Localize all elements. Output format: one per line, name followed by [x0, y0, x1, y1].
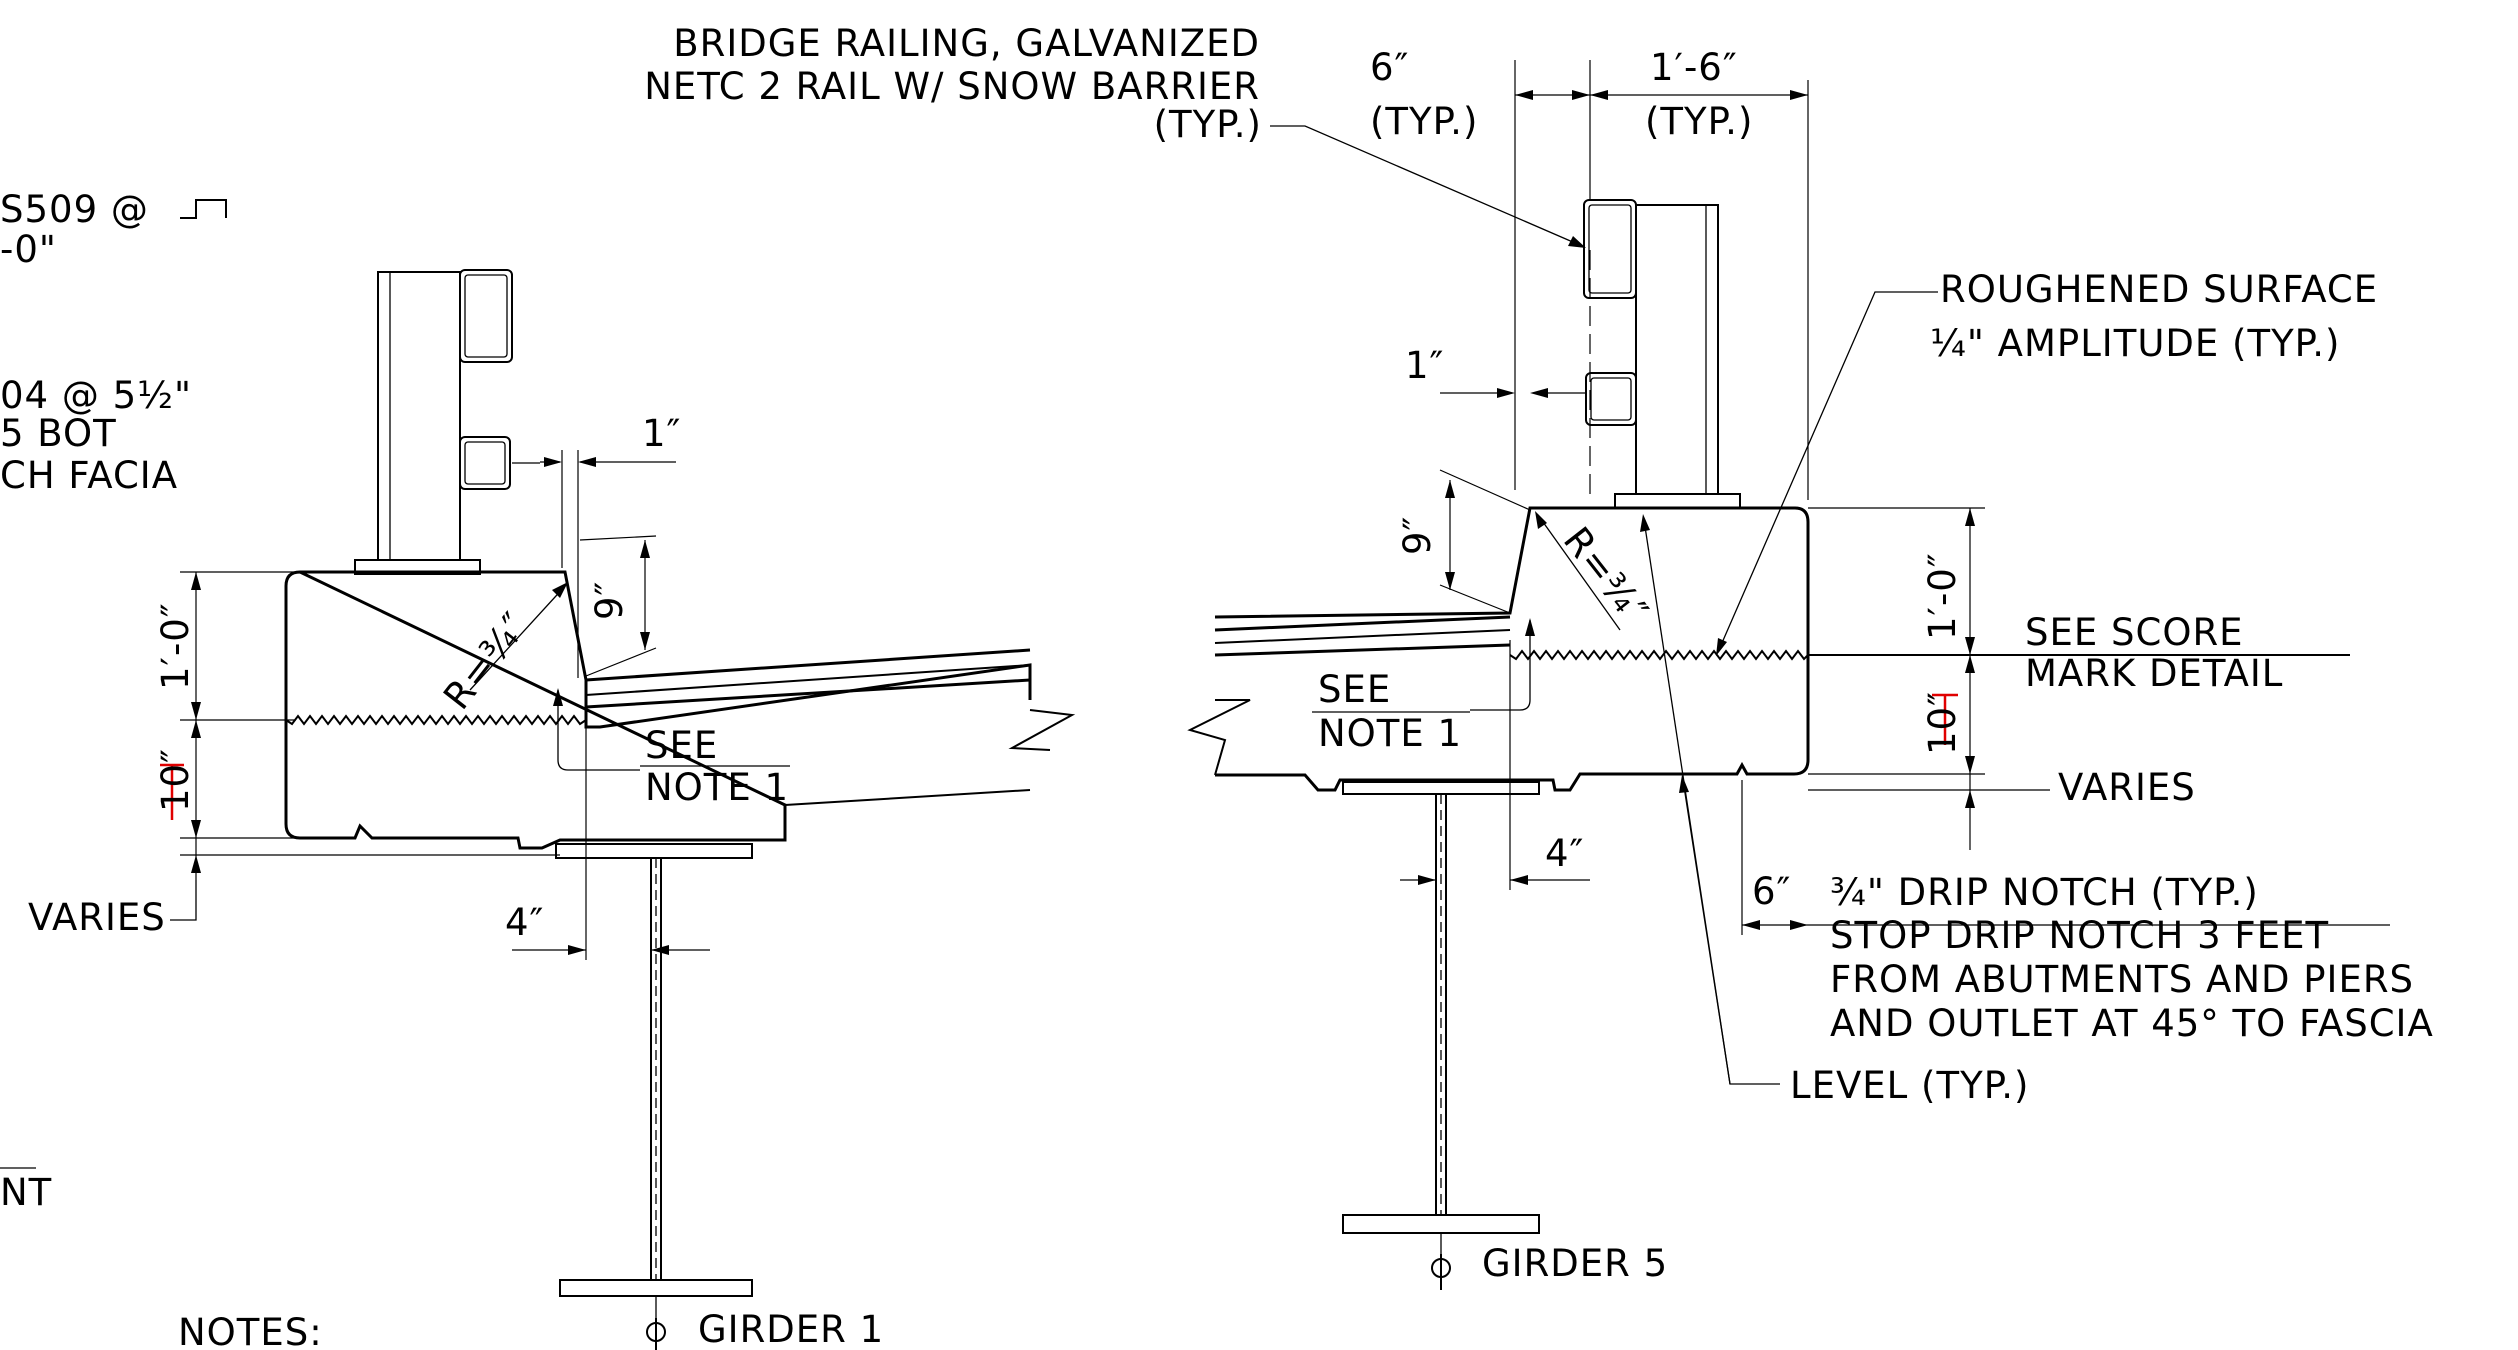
- right-dim-10in: 10″: [1921, 691, 1964, 755]
- right-dim-9in: 9″: [1396, 516, 1439, 555]
- railing-label-line1: BRIDGE RAILING, GALVANIZED: [673, 22, 1260, 65]
- dim-6in-typ: (TYP.): [1370, 100, 1478, 143]
- drip-label-line1: ¾" DRIP NOTCH (TYP.): [1830, 871, 2259, 914]
- railing-label-line3: (TYP.): [1154, 103, 1262, 146]
- girder-5-label: GIRDER 5: [1482, 1242, 1668, 1285]
- notes-heading: NOTES:: [178, 1311, 323, 1350]
- right-upper-rail: [1583, 199, 1637, 299]
- right-roughened-surface: [1509, 649, 1809, 661]
- score-label-line2: MARK DETAIL: [2025, 652, 2283, 695]
- right-see-label: SEE: [1318, 668, 1391, 711]
- dim-1ft6in-typ: (TYP.): [1645, 100, 1753, 143]
- left-bar-label-2b: 5 BOT: [0, 412, 117, 455]
- left-dim-10in: 10″: [154, 748, 197, 812]
- railing-label-line2: NETC 2 RAIL W/ SNOW BARRIER: [644, 65, 1260, 108]
- right-base-plate: [1614, 493, 1741, 509]
- left-nt-label: NT: [0, 1171, 52, 1214]
- left-dim-9in: 9″: [588, 581, 631, 620]
- roughened-label-line1: ROUGHENED SURFACE: [1940, 268, 2378, 311]
- left-upper-rail: [459, 269, 513, 363]
- right-note-label: NOTE 1: [1318, 712, 1462, 755]
- dim-1ft6in-label: 1′-6″: [1650, 46, 1738, 89]
- right-dim-1in: 1″: [1405, 344, 1444, 387]
- right-dim-4in: 4″: [1545, 832, 1584, 875]
- left-roughened-surface: [285, 714, 587, 726]
- left-dim-4in: 4″: [505, 901, 544, 944]
- annotations: BRIDGE RAILING, GALVANIZED NETC 2 RAIL W…: [0, 22, 2434, 1350]
- level-label: LEVEL (TYP.): [1790, 1064, 2029, 1107]
- drip-label-line3: FROM ABUTMENTS AND PIERS: [1830, 958, 2414, 1001]
- centerline-symbol-girder-5: [1431, 1254, 1451, 1290]
- left-note-label: NOTE 1: [645, 766, 789, 809]
- left-varies-label: VARIES: [28, 896, 166, 939]
- left-bar-label-1b: -0": [0, 228, 57, 271]
- roughened-label-line2: ¼" AMPLITUDE (TYP.): [1930, 322, 2340, 365]
- bar-bend-symbol: [180, 199, 227, 219]
- left-see-label: SEE: [645, 724, 718, 767]
- drip-label-line4: AND OUTLET AT 45° TO FASCIA: [1830, 1002, 2434, 1045]
- dim-6in-label: 6″: [1370, 46, 1409, 89]
- drip-label-line2: STOP DRIP NOTCH 3 FEET: [1830, 914, 2329, 957]
- girder-5-bottom-flange: [1342, 1214, 1540, 1234]
- right-radius-label: R=¾″: [1555, 519, 1657, 632]
- centerline-symbol-girder-1: [646, 1318, 666, 1350]
- left-dim-1in: 1″: [642, 412, 681, 455]
- left-bar-label-2c: CH FACIA: [0, 454, 178, 497]
- left-radius-label: R=¾″: [435, 604, 537, 717]
- girder-1-label: GIRDER 1: [698, 1308, 884, 1350]
- right-dim-1ft0in: 1′-0″: [1921, 552, 1964, 640]
- right-lower-rail: [1585, 372, 1637, 426]
- right-section: [1187, 60, 2390, 1290]
- score-label-line1: SEE SCORE: [2025, 611, 2244, 654]
- right-curb-outline: [1214, 506, 1810, 792]
- girder-1-bottom-flange: [559, 1279, 753, 1297]
- right-varies-label: VARIES: [2058, 766, 2196, 809]
- left-dim-1ft0in: 1′-0″: [154, 602, 197, 690]
- left-lower-rail: [459, 436, 511, 490]
- left-bar-label-1: S509 @: [0, 188, 149, 231]
- drip-dim-6in: 6″: [1752, 870, 1791, 913]
- girder-1-top-flange: [555, 843, 753, 859]
- left-section: [0, 269, 1076, 1350]
- left-bar-label-2: 04 @ 5½": [0, 374, 192, 417]
